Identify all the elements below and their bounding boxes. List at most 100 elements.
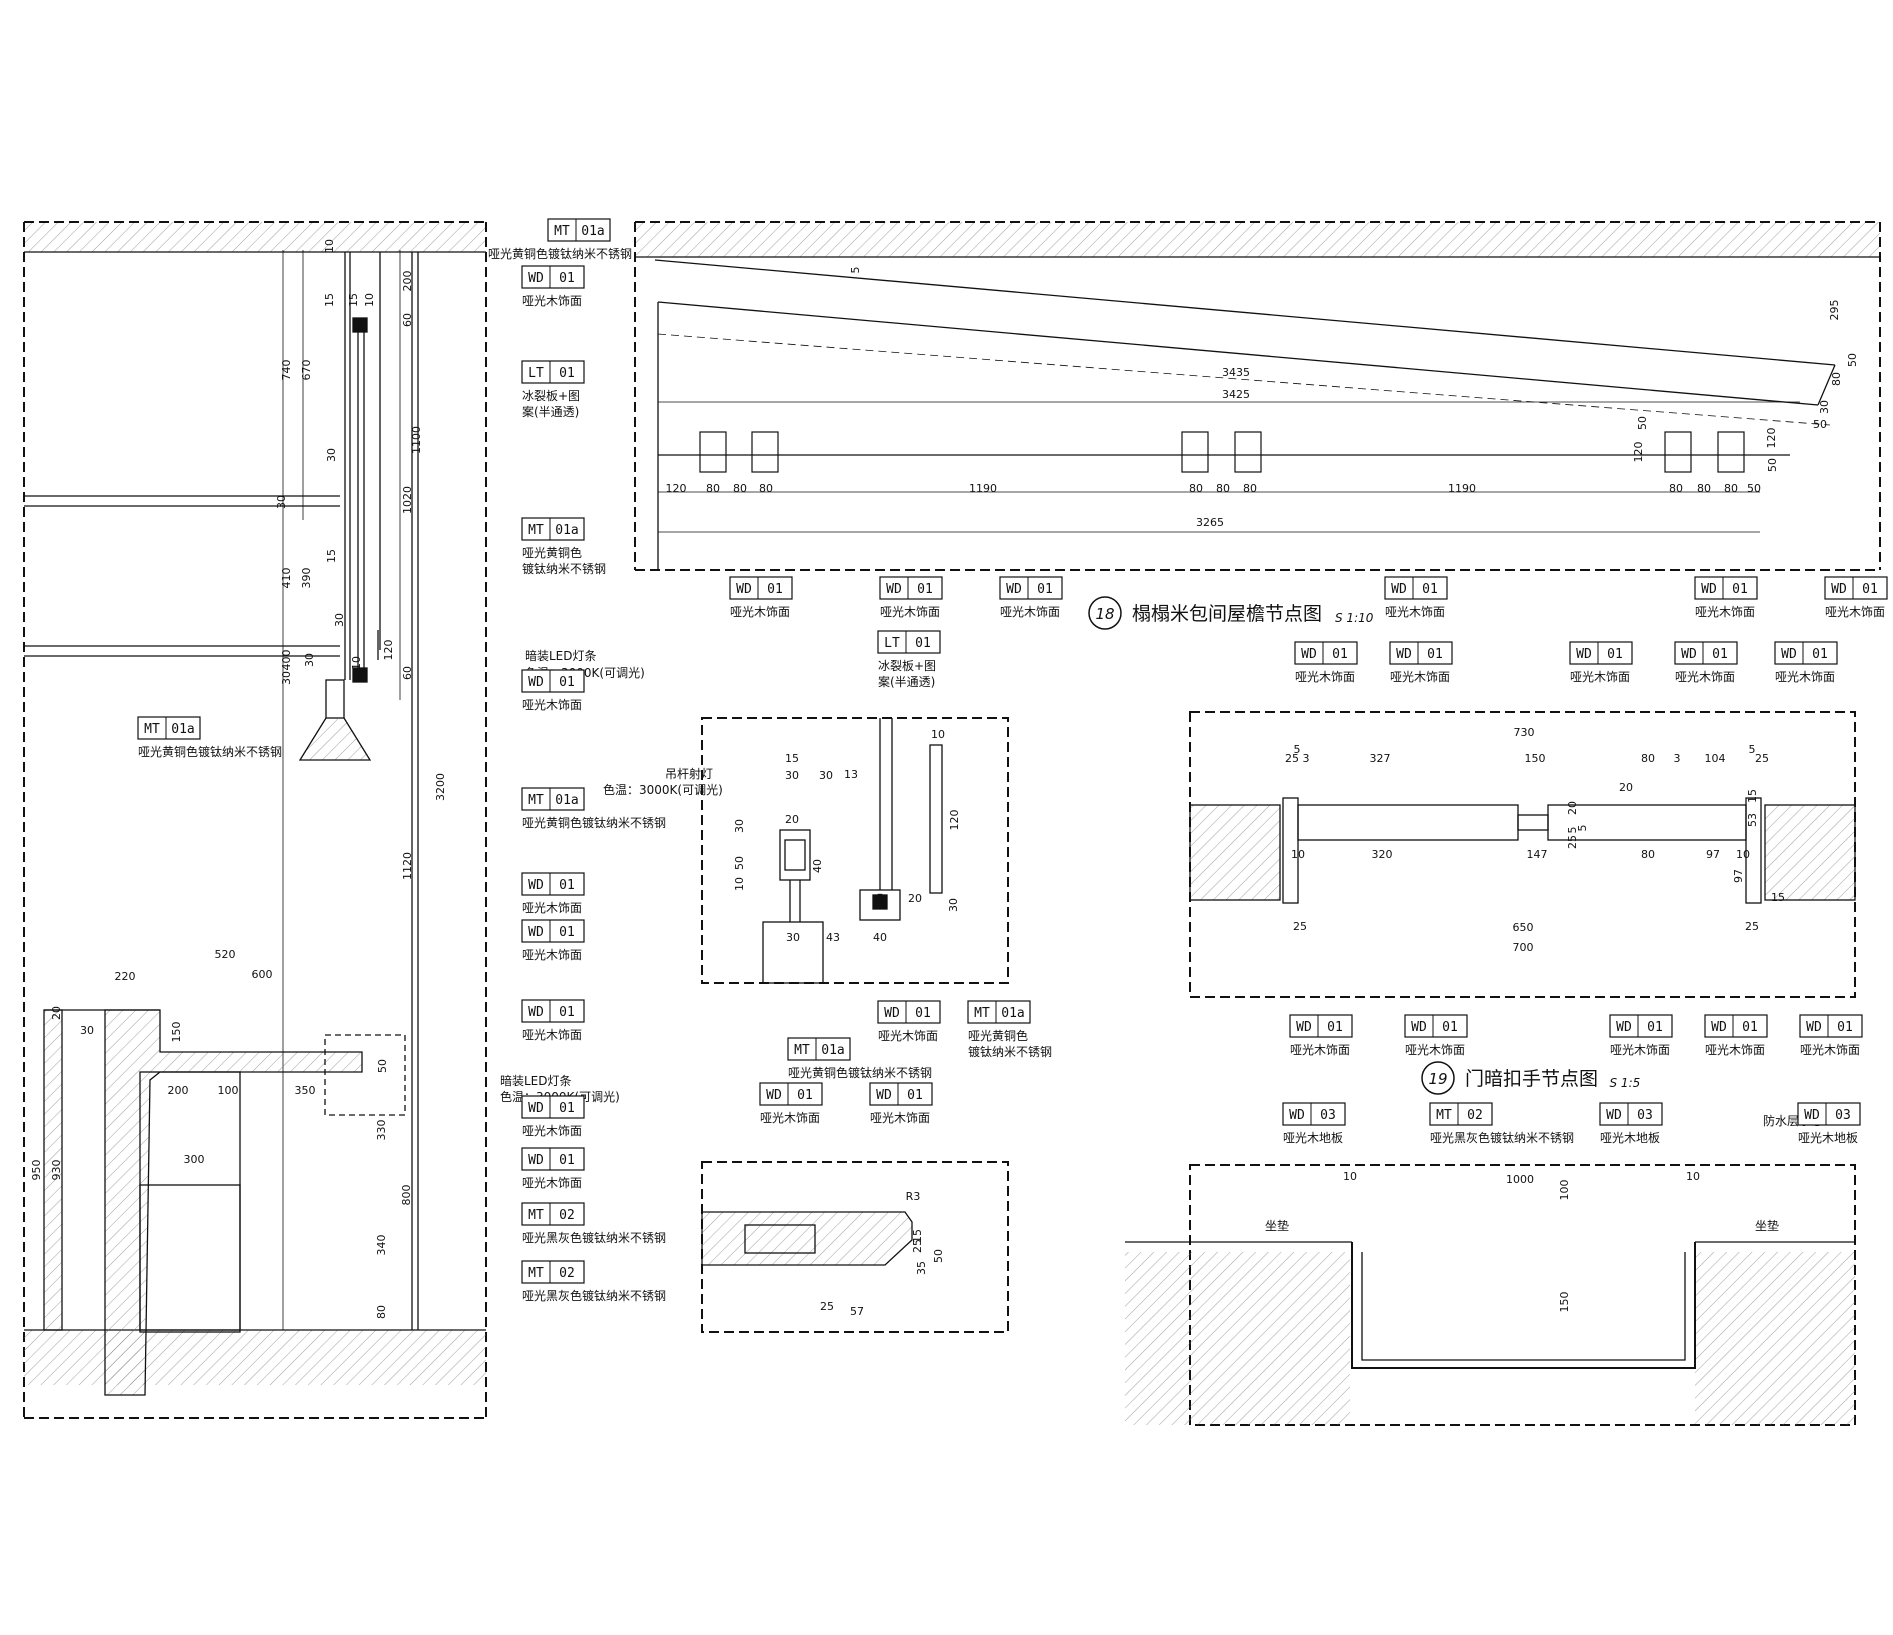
dimension-label: 10 (350, 656, 363, 670)
dimension-label: 1120 (401, 852, 414, 880)
material-code: WD (1411, 1020, 1427, 1035)
material-number: 01a (1001, 1006, 1024, 1021)
dimension-label: 50 (376, 1059, 389, 1073)
material-number: 01 (1837, 1020, 1853, 1035)
dimension-label: 320 (1372, 848, 1393, 861)
dimension-label: 50 (1813, 418, 1827, 431)
material-description: 哑光木饰面 (1405, 1043, 1465, 1057)
dimension-label: 25 (1755, 752, 1769, 765)
dimension-label: 80 (1641, 848, 1655, 861)
dimension-label: 80 (1669, 482, 1683, 495)
material-tag-box (521, 999, 585, 1023)
material-tag-box (729, 576, 793, 600)
material-tag-box (521, 360, 585, 384)
dimension-label: 650 (1513, 921, 1534, 934)
detail-title-text: 门暗扣手节点图 (1465, 1068, 1598, 1090)
dimension-label: 30 (786, 931, 800, 944)
dimension-label: 670 (300, 360, 313, 381)
dimension-label: 80 (375, 1305, 388, 1319)
material-description: 哑光木饰面 (1385, 605, 1445, 619)
dimension-label: 25 (911, 1239, 924, 1253)
annotation-note: 吊杆射灯 (665, 766, 713, 781)
dimension-label: 5 (1566, 827, 1579, 834)
dimension-label: 1100 (410, 426, 423, 454)
dimension-label: 5 (1576, 825, 1589, 832)
dimension-label: 80 (759, 482, 773, 495)
detail-scale: S 1:10 (1335, 611, 1374, 625)
dimension-label: 30 (280, 671, 293, 685)
material-number: 01a (171, 722, 194, 737)
dimension-label: 200 (401, 271, 414, 292)
material-number: 01 (767, 582, 783, 597)
material-code: MT (528, 1208, 544, 1223)
material-number: 01 (1862, 582, 1878, 597)
dimension-label: 150 (1558, 1292, 1571, 1313)
dimension-label: 80 (733, 482, 747, 495)
dimension-label: 25 (1293, 920, 1307, 933)
edge-detail (701, 1161, 1009, 1333)
dimension-label: 80 (1216, 482, 1230, 495)
dimension-label: 3200 (434, 773, 447, 801)
material-code: WD (1806, 1020, 1822, 1035)
dimension-label: 147 (1527, 848, 1548, 861)
material-description: 哑光木饰面 (760, 1111, 820, 1125)
annotation-note: 坐垫 (1755, 1218, 1779, 1233)
dimension-label: 3425 (1222, 388, 1250, 401)
material-description: 哑光黄铜色镀钛纳米不锈钢 (138, 744, 282, 759)
material-number: 01 (559, 271, 575, 286)
material-code: WD (528, 1101, 544, 1116)
material-tag-box (521, 787, 585, 811)
dimension-label: 30 (785, 769, 799, 782)
material-description: 哑光木饰面 (522, 948, 582, 962)
material-number: 01 (917, 582, 933, 597)
material-description: 哑光木饰面 (1825, 605, 1885, 619)
dimension-label: 300 (184, 1153, 205, 1166)
material-description: 哑光木饰面 (522, 1124, 582, 1138)
dimension-label: 327 (1370, 752, 1391, 765)
material-tag-box (1674, 641, 1738, 665)
material-code: MT (554, 224, 570, 239)
material-description: 哑光木饰面 (1705, 1043, 1765, 1057)
dimension-label: 950 (30, 1160, 43, 1181)
material-tag-box (1599, 1102, 1663, 1126)
material-code: WD (1289, 1108, 1305, 1123)
material-number: 01 (1712, 647, 1728, 662)
material-code: WD (1781, 647, 1797, 662)
dimension-label: 10 (1736, 848, 1750, 861)
dimension-label: 15 (1746, 789, 1759, 803)
material-number: 01 (559, 1101, 575, 1116)
material-description: 哑光木饰面 (522, 294, 582, 308)
dimension-label: 730 (1514, 726, 1535, 739)
material-tag-box (1694, 576, 1758, 600)
material-number: 02 (559, 1266, 575, 1281)
detail-number-circle (1421, 1061, 1455, 1095)
dimension-label: 97 (1732, 869, 1745, 883)
material-code: WD (528, 925, 544, 940)
dimension-label: 10 (931, 728, 945, 741)
dimension-label: 35 (915, 1261, 928, 1275)
dimension-label: 50 (733, 856, 746, 870)
dimension-label: 53 (1746, 813, 1759, 827)
material-number: 01 (1332, 647, 1348, 662)
material-description: 哑光黄铜色 (522, 545, 582, 560)
material-code: MT (974, 1006, 990, 1021)
dimension-label: 330 (375, 1120, 388, 1141)
dimension-label: 1190 (969, 482, 997, 495)
material-code: WD (1606, 1108, 1622, 1123)
dimension-label: 340 (375, 1235, 388, 1256)
material-description: 哑光木饰面 (1000, 605, 1060, 619)
material-tag-box (1384, 576, 1448, 600)
material-number: 02 (559, 1208, 575, 1223)
material-code: WD (528, 675, 544, 690)
material-number: 01 (1327, 1020, 1343, 1035)
material-description: 哑光木饰面 (1290, 1043, 1350, 1057)
dimension-label: 150 (1525, 752, 1546, 765)
